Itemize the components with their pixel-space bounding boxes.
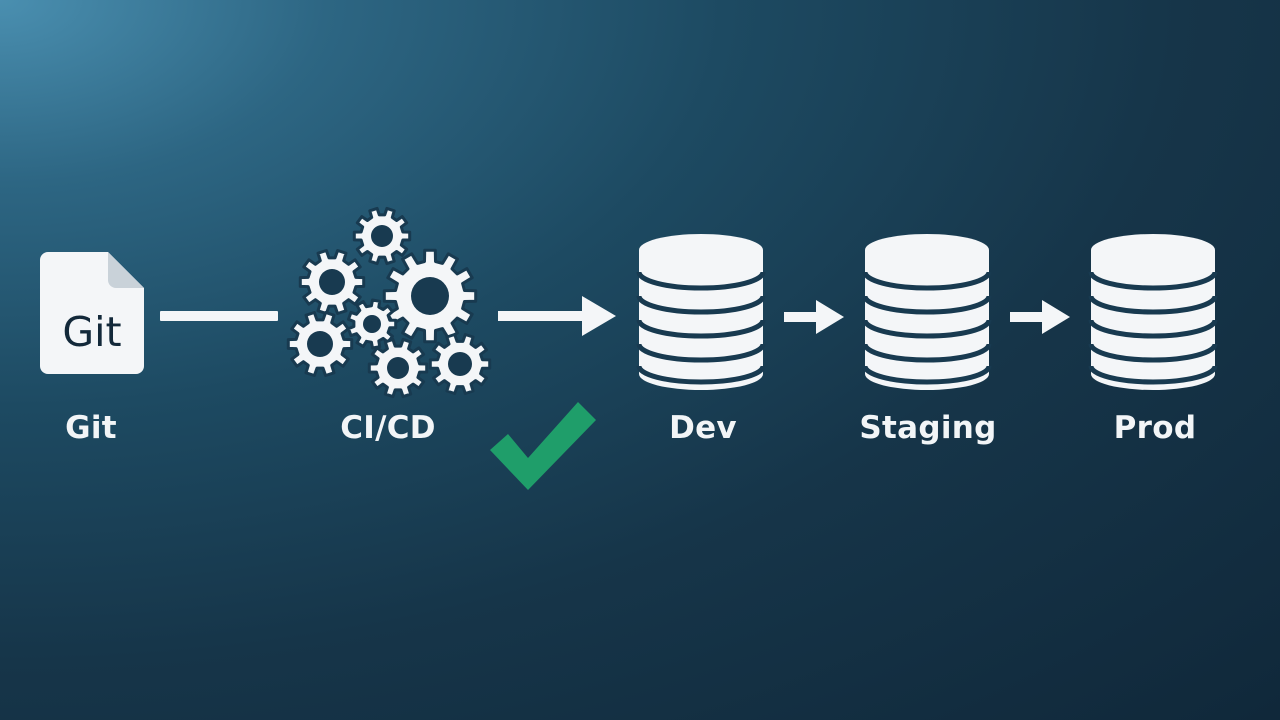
database-icon-prod: [1088, 234, 1218, 390]
staging-label: Staging: [859, 410, 997, 446]
connector-line: [160, 311, 278, 321]
checkmark-icon: [490, 402, 596, 490]
arrow-right-icon: [784, 300, 844, 334]
git-label: Git: [65, 410, 117, 446]
arrow-right-icon: [1010, 300, 1070, 334]
database-icon-dev: [636, 234, 766, 390]
arrow-right-icon: [498, 296, 616, 336]
database-icon-staging: [862, 234, 992, 390]
prod-label: Prod: [1113, 410, 1197, 446]
dev-label: Dev: [669, 410, 737, 446]
cicd-label: CI/CD: [340, 410, 436, 446]
gears-icon: [286, 206, 492, 399]
git-file-icon-text: Git: [62, 308, 121, 356]
git-file-icon: Git: [40, 252, 144, 374]
